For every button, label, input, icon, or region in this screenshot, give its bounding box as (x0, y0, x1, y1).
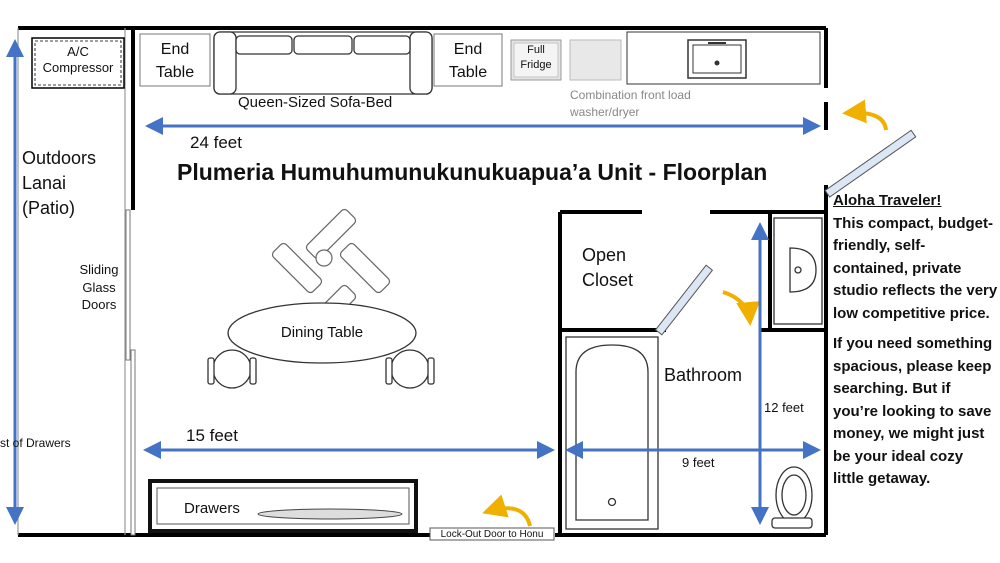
end-table-left-label: End Table (155, 41, 195, 82)
entry-door-arrow (842, 99, 888, 131)
fridge (510, 39, 562, 81)
washer-label: Combination front load washer/dryer (570, 88, 691, 120)
end-table-right (433, 33, 503, 87)
dimension-arrows (6, 39, 821, 525)
drawers (148, 479, 418, 533)
bathroom-label: Bathroom (664, 365, 743, 385)
bathroom-sink (773, 217, 823, 325)
lockout-door (429, 527, 555, 541)
sofa-bed (213, 31, 433, 95)
drawers-label: Drawers (184, 500, 240, 517)
bath-height-label: 12 feet (764, 400, 804, 415)
chest-label: st of Drawers (0, 436, 71, 450)
sliding-doors-label: Sliding Glass Doors (79, 262, 119, 313)
note-paragraph-2: If you need something spacious, please k… (833, 335, 993, 487)
bath-width-label: 9 feet (682, 455, 715, 470)
fridge-label: Full Fridge (520, 44, 552, 71)
washer-dryer (569, 39, 622, 81)
note-paragraph-1: This compact, budget-friendly, self-cont… (833, 214, 998, 322)
kitchen-sink (626, 31, 821, 85)
dining-chairs (207, 349, 435, 389)
aloha-note: Aloha Traveler! This compact, budget-fri… (833, 190, 998, 499)
lockout-door-arrow (482, 494, 532, 527)
closet-label: Open Closet (582, 245, 634, 291)
page-title: Plumeria Humuhumunukunukuapua’a Unit - F… (177, 159, 768, 185)
toilet (771, 466, 813, 529)
width-lower-label: 15 feet (186, 426, 238, 445)
lockout-door-label: Lock-Out Door to Honu (440, 529, 544, 540)
dining-table (227, 302, 417, 364)
sofa-label: Queen-Sized Sofa-Bed (238, 94, 393, 111)
sliding-glass-doors (125, 209, 136, 536)
end-table-right-label: End Table (448, 41, 488, 82)
bathroom-door (654, 264, 714, 336)
ac-compressor (31, 37, 125, 89)
end-table-left (139, 33, 211, 87)
lanai-label: Outdoors Lanai (Patio) (22, 148, 97, 219)
note-heading: Aloha Traveler! (833, 192, 942, 209)
dining-label: Dining Table (280, 324, 364, 341)
width-top-label: 24 feet (190, 133, 242, 152)
entry-door (824, 129, 917, 198)
doors (429, 129, 917, 541)
door-swing-arrows (482, 99, 888, 527)
ac-label: A/C Compressor (42, 44, 114, 75)
bathroom-door-arrow (722, 290, 761, 326)
bathtub (565, 336, 659, 530)
